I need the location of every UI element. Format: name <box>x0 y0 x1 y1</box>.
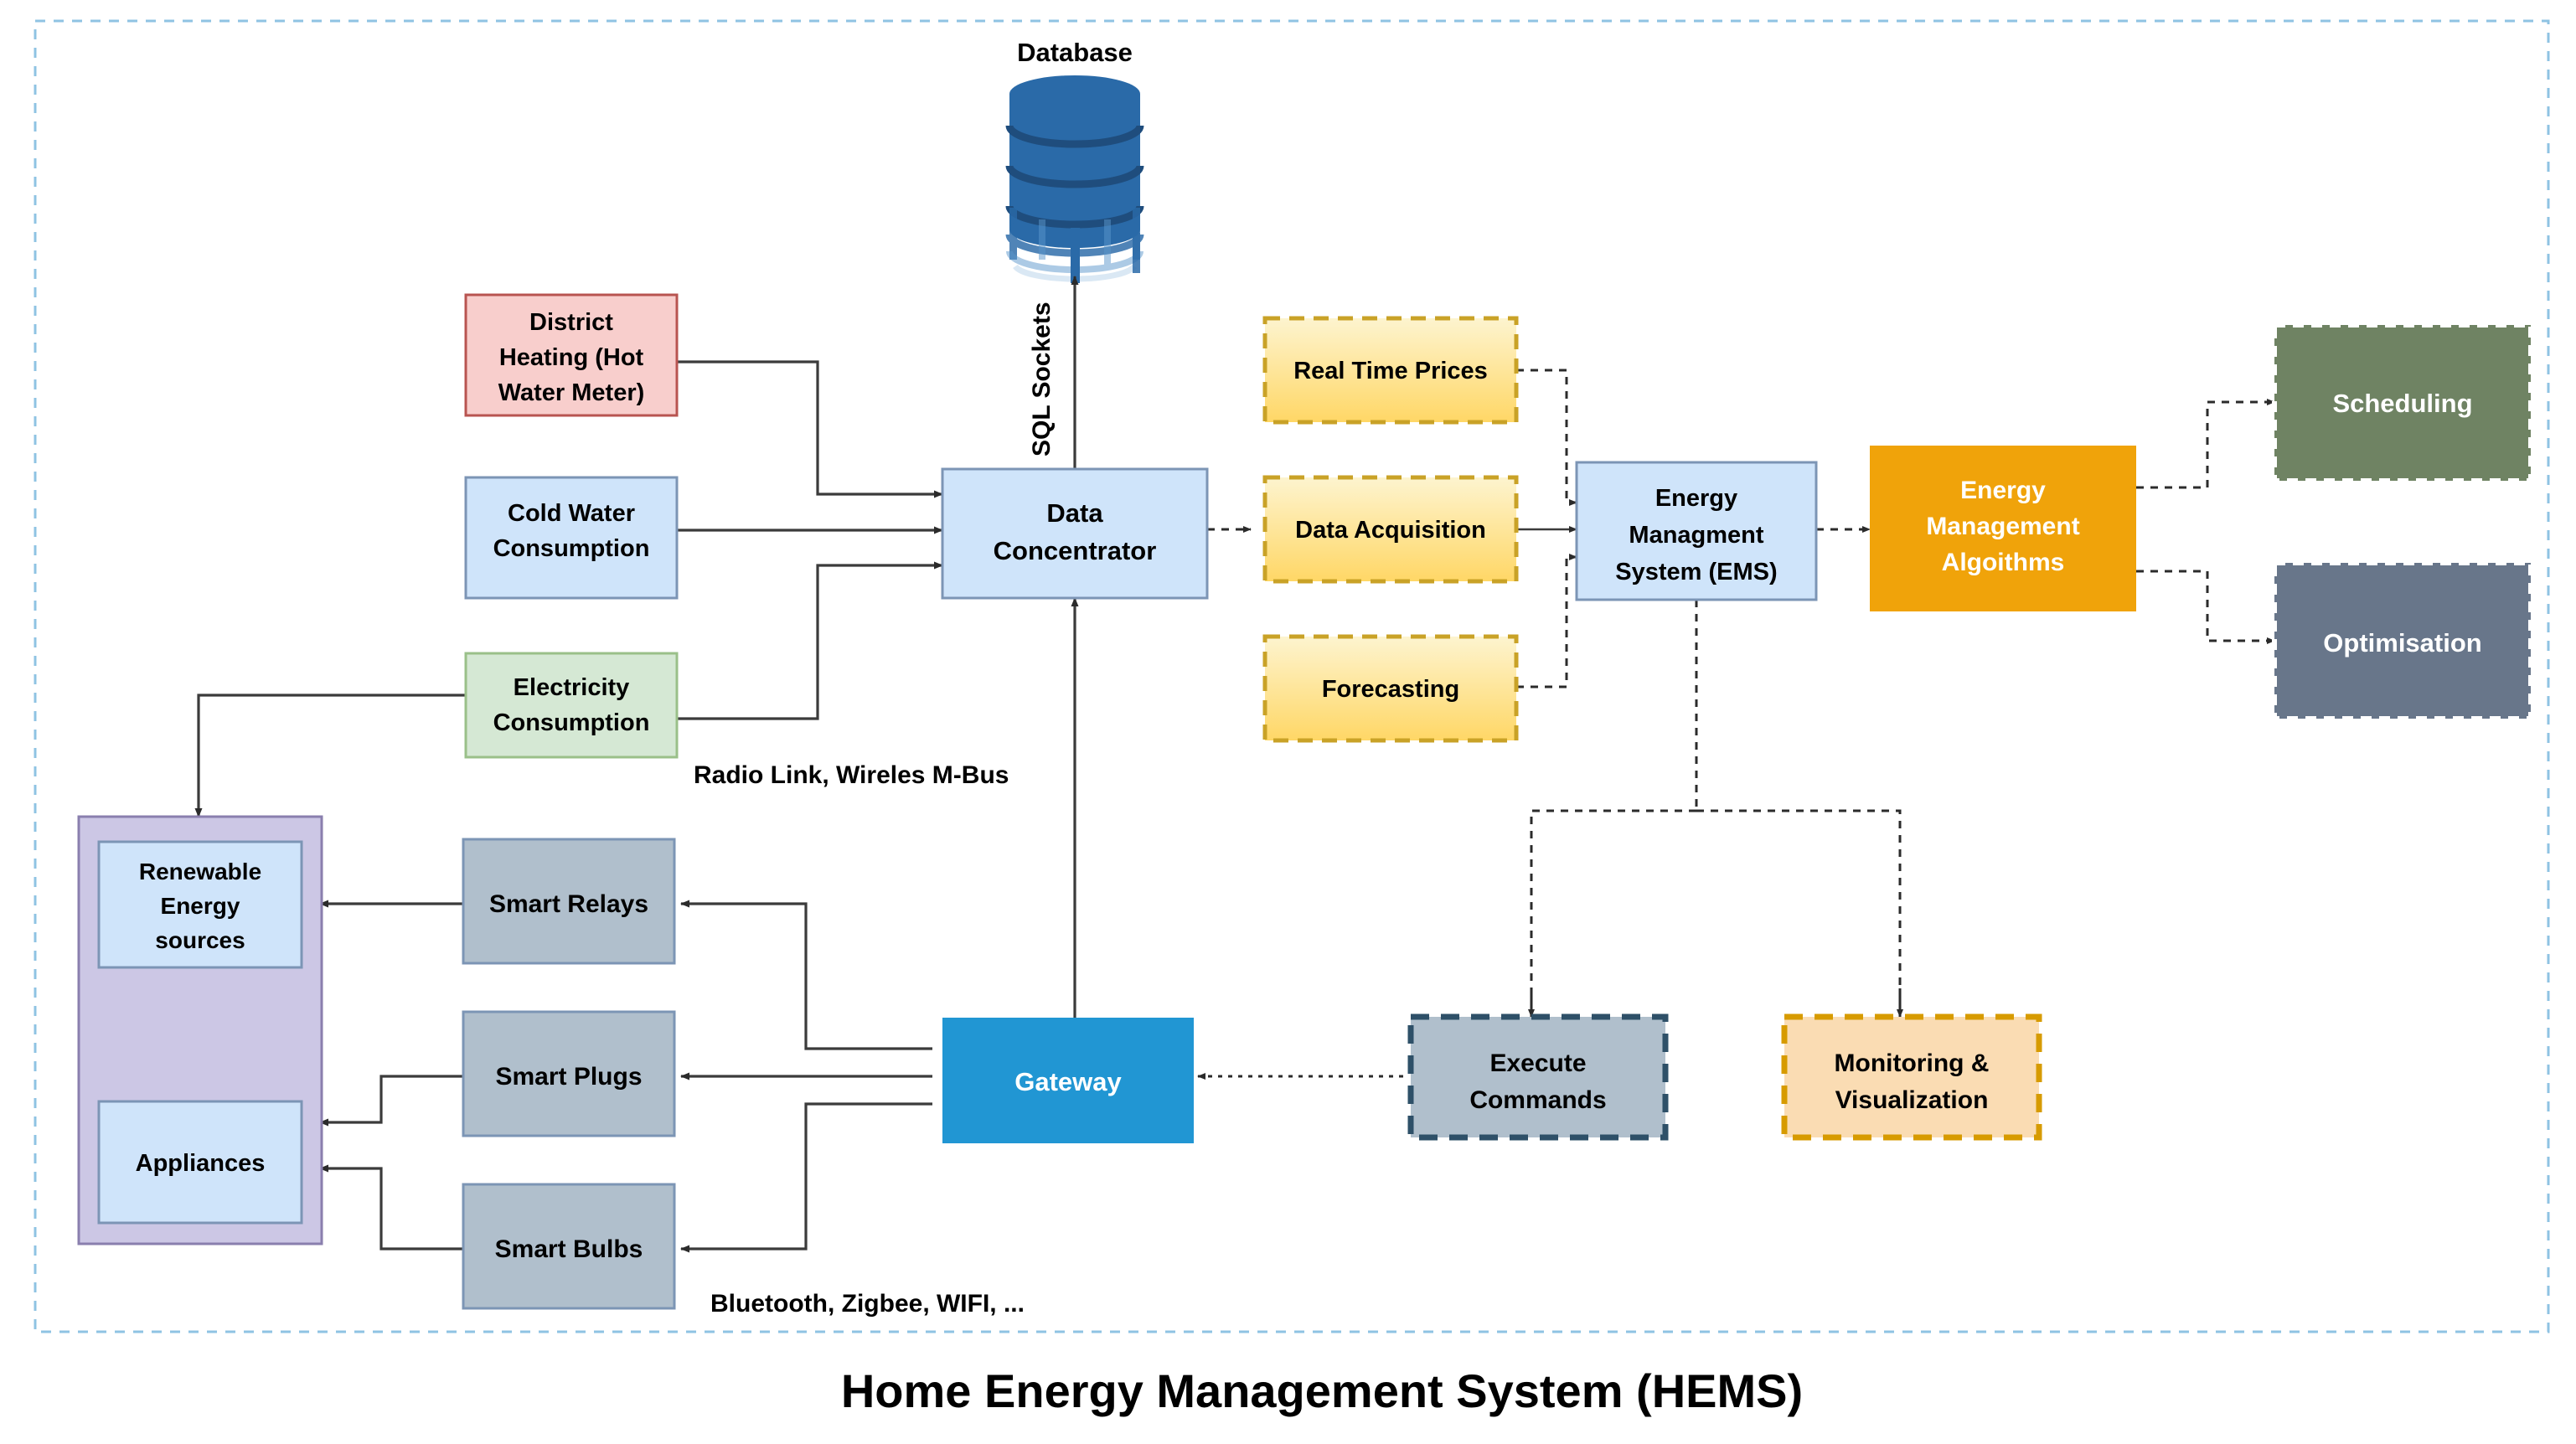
node-ems-line3: System (EMS) <box>1615 559 1777 585</box>
node-data-acquisition[interactable]: Data Acquisition <box>1262 475 1519 584</box>
node-smart-plugs[interactable]: Smart Plugs <box>462 1010 676 1137</box>
edge-gateway-to-relays <box>680 900 932 1050</box>
node-renewable-energy-sources[interactable]: Renewable Energy sources <box>97 840 303 969</box>
node-scheduling[interactable]: Scheduling <box>2272 322 2533 483</box>
database-caption: Database <box>1017 38 1133 67</box>
edge-algorithms-to-optimisation <box>2136 570 2275 644</box>
edge-electricity-to-concentrator <box>677 561 943 720</box>
node-district-heating-line3: Water Meter) <box>498 379 645 406</box>
node-smart-plugs-label: Smart Plugs <box>495 1063 642 1091</box>
node-electricity-line2: Consumption <box>493 709 650 736</box>
node-appliances-label: Appliances <box>136 1150 266 1177</box>
database-cylinder-icon <box>1005 75 1144 283</box>
node-ems[interactable]: Energy Managment System (EMS) <box>1575 461 1818 601</box>
node-scheduling-label: Scheduling <box>2332 389 2472 418</box>
edge-plugs-to-appliances <box>319 1075 463 1127</box>
node-algorithms-line2: Management <box>1926 513 2079 540</box>
node-monitoring-visualization[interactable]: Monitoring & Visualization <box>1781 1013 2042 1141</box>
node-algorithms-line1: Energy <box>1960 477 2046 504</box>
node-smart-bulbs[interactable]: Smart Bulbs <box>462 1183 676 1310</box>
edge-prices-to-ems <box>1516 369 1577 506</box>
node-data-acquisition-label: Data Acquisition <box>1295 517 1486 544</box>
edge-layer-dashed <box>1197 369 2275 1080</box>
node-district-heating[interactable]: District Heating (Hot Water Meter) <box>464 293 679 417</box>
node-gateway-label: Gateway <box>1014 1067 1122 1096</box>
node-energy-management-algorithms[interactable]: Energy Management Algoithms <box>1870 446 2136 611</box>
node-district-heating-line1: District <box>529 309 613 336</box>
node-renewable-line2: Energy <box>161 893 240 919</box>
node-cold-water-line1: Cold Water <box>508 500 635 527</box>
node-appliances[interactable]: Appliances <box>97 1100 303 1225</box>
edge-label-sql-sockets: SQL Sockets <box>1028 302 1056 456</box>
node-forecasting-label: Forecasting <box>1322 676 1459 703</box>
node-data-concentrator-line1: Data <box>1046 498 1103 528</box>
node-execute-commands-line2: Commands <box>1469 1086 1606 1114</box>
node-cold-water[interactable]: Cold Water Consumption <box>464 476 679 600</box>
diagram-frame <box>34 19 2550 1333</box>
node-gateway[interactable]: Gateway <box>942 1018 1194 1143</box>
node-electricity-line1: Electricity <box>514 674 630 701</box>
node-district-heating-line2: Heating (Hot <box>499 344 644 371</box>
edge-bulbs-to-appliances <box>319 1164 463 1251</box>
node-data-concentrator-line2: Concentrator <box>994 536 1157 565</box>
node-renewable-line3: sources <box>155 927 245 953</box>
edge-forecasting-to-ems <box>1516 554 1577 688</box>
node-forecasting[interactable]: Forecasting <box>1262 634 1519 743</box>
node-ems-line2: Managment <box>1629 522 1763 549</box>
node-cold-water-line2: Consumption <box>493 535 650 562</box>
edge-ems-to-execute-and-monitoring <box>1530 600 1902 1015</box>
node-smart-relays-label: Smart Relays <box>489 890 648 918</box>
edge-layer <box>194 276 1577 1253</box>
node-electricity-consumption[interactable]: Electricity Consumption <box>464 652 679 759</box>
edge-algorithms-to-scheduling <box>2136 399 2275 489</box>
node-data-concentrator[interactable]: Data Concentrator <box>941 467 1209 600</box>
node-execute-commands[interactable]: Execute Commands <box>1407 1013 1669 1141</box>
node-optimisation[interactable]: Optimisation <box>2272 560 2533 721</box>
node-execute-commands-line1: Execute <box>1489 1049 1586 1077</box>
node-monitoring-line2: Visualization <box>1835 1086 1989 1114</box>
node-ems-line1: Energy <box>1655 485 1737 512</box>
edge-label-radio-link: Radio Link, Wireles M-Bus <box>694 761 1009 789</box>
edge-district-heating-to-concentrator <box>677 360 943 498</box>
edge-label-wireless: Bluetooth, Zigbee, WIFI, ... <box>710 1290 1025 1318</box>
node-algorithms-line3: Algoithms <box>1942 549 2065 576</box>
node-monitoring-line1: Monitoring & <box>1835 1049 1990 1077</box>
node-renewable-line1: Renewable <box>139 859 261 884</box>
node-real-time-prices[interactable]: Real Time Prices <box>1262 316 1519 425</box>
page-title: Home Energy Management System (HEMS) <box>841 1364 1803 1417</box>
node-smart-relays[interactable]: Smart Relays <box>462 838 676 965</box>
node-real-time-prices-label: Real Time Prices <box>1293 358 1488 384</box>
node-smart-bulbs-label: Smart Bulbs <box>495 1235 643 1263</box>
edge-gateway-to-bulbs <box>680 1102 932 1253</box>
node-optimisation-label: Optimisation <box>2323 628 2481 658</box>
